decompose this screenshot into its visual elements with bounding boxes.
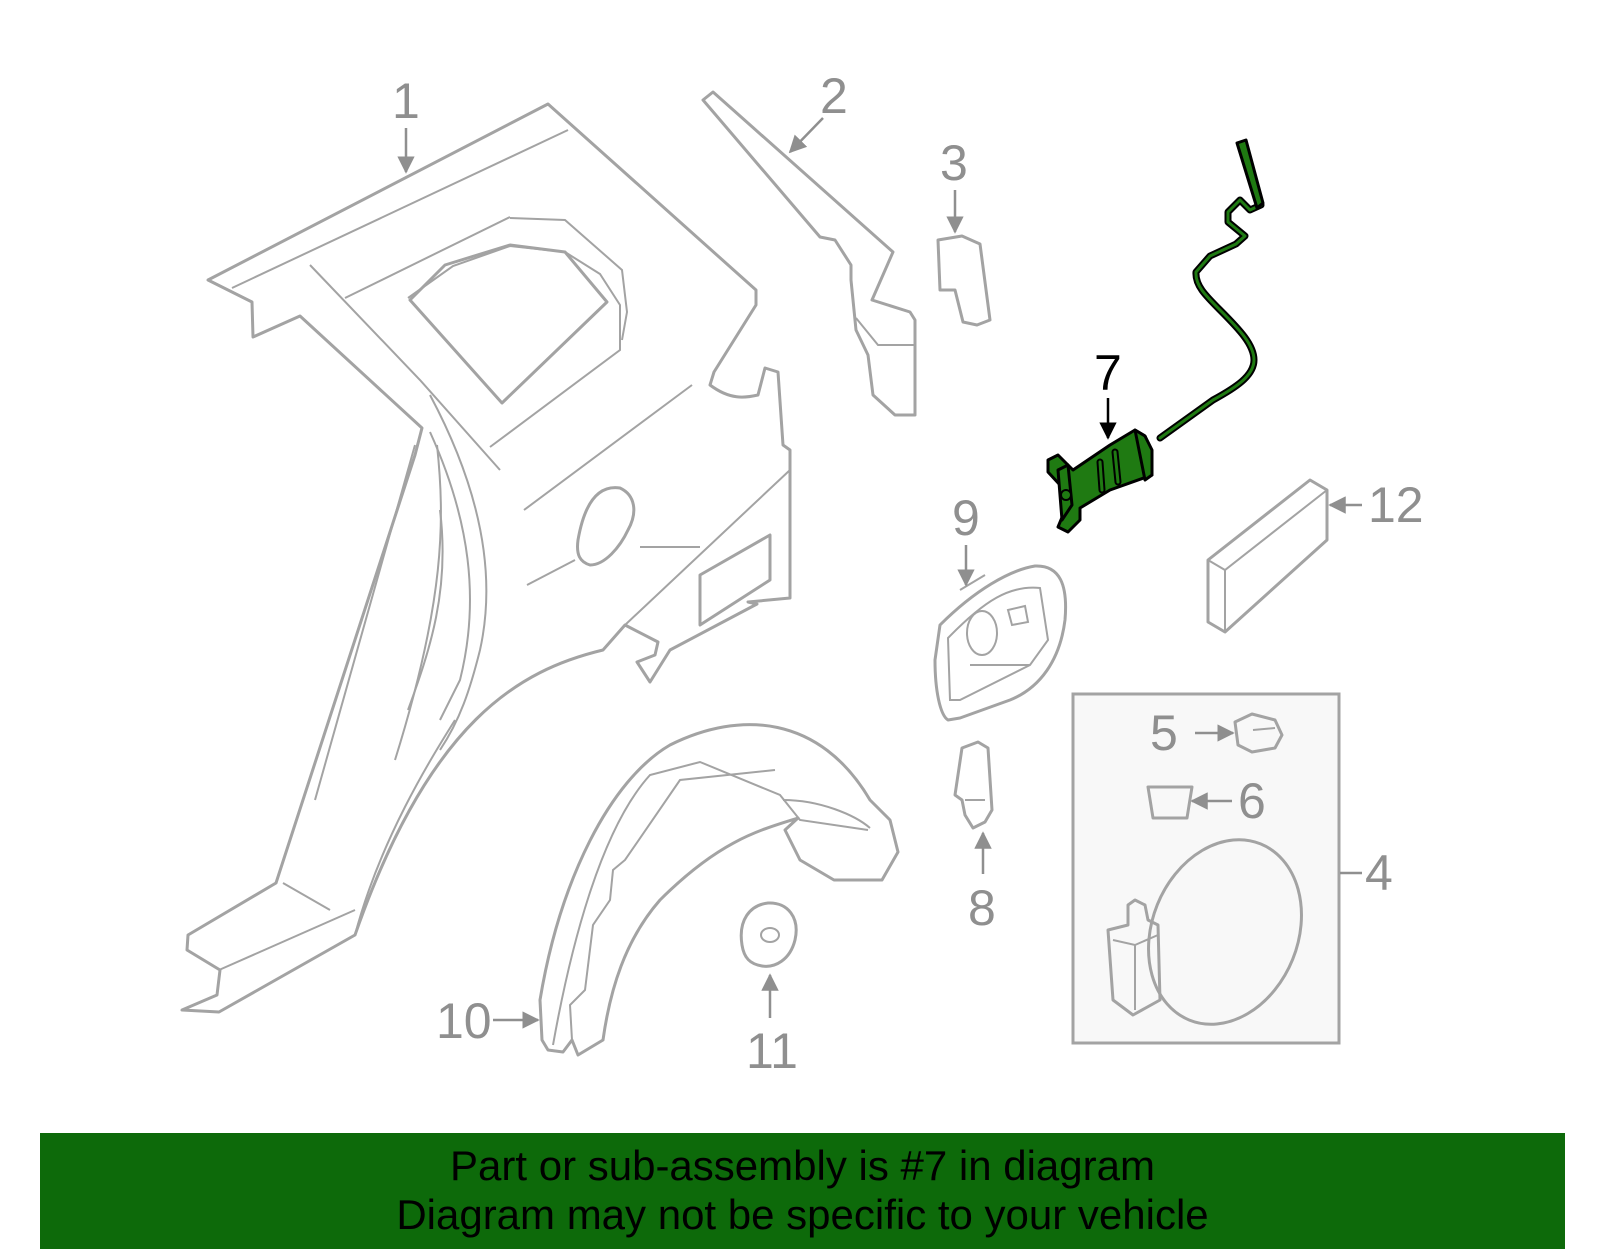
info-banner: Part or sub-assembly is #7 in diagram Di…: [40, 1133, 1565, 1249]
callout-labels: 1 2 3 7 12 9 5 6 4 8 10 11: [392, 68, 1424, 1079]
part-3-clip: [936, 234, 992, 327]
banner-line-2: Diagram may not be specific to your vehi…: [396, 1191, 1209, 1238]
callout-7: 7: [1094, 345, 1122, 401]
leader-arrows: [397, 117, 1362, 1029]
callout-6: 6: [1238, 773, 1266, 829]
part-11-plug: [739, 901, 798, 968]
part-4-kit-box: [1071, 692, 1341, 1045]
part-1-quarter-panel: [180, 102, 792, 1014]
parts-diagram: 1 2 3 7 12 9 5 6 4 8 10 11: [180, 68, 1424, 1079]
callout-1: 1: [392, 73, 420, 129]
part-12-pad: [1206, 478, 1329, 634]
callout-3: 3: [940, 135, 968, 191]
part-7-fuel-door-release-actuator: [1046, 138, 1265, 534]
part-9-filler-pocket: [933, 564, 1068, 722]
part-10-wheelhouse-liner: [538, 723, 900, 1057]
callout-10: 10: [436, 993, 492, 1049]
callout-11: 11: [746, 1023, 798, 1079]
callout-9: 9: [952, 490, 980, 546]
callout-8: 8: [968, 880, 996, 936]
part-8-clip: [953, 740, 994, 830]
part-2-pillar-trim: [701, 90, 917, 417]
callout-4: 4: [1365, 845, 1393, 901]
callout-12: 12: [1368, 477, 1424, 533]
callout-5: 5: [1150, 705, 1178, 761]
banner-line-1: Part or sub-assembly is #7 in diagram: [450, 1142, 1155, 1189]
callout-2: 2: [820, 68, 848, 124]
